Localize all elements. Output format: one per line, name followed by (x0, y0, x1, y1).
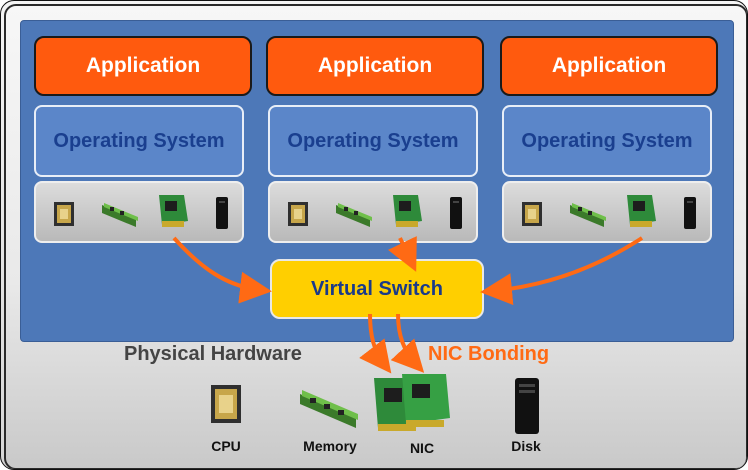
vm2-operating-system: Operating System (268, 105, 478, 177)
disk-icon (684, 197, 696, 229)
memory-icon (570, 203, 606, 227)
disk-icon (450, 197, 462, 229)
nic-bonding-label: NIC Bonding (428, 343, 550, 365)
vm1-operating-system: Operating System (34, 105, 244, 177)
cpu-icon (522, 202, 542, 226)
memory-icon (336, 203, 372, 227)
vm1-to-switch-arrow (172, 236, 272, 304)
cpu-label: CPU (211, 438, 241, 454)
memory-label: Memory (303, 438, 357, 454)
memory-icon (102, 203, 138, 227)
vm1-virtual-hardware (34, 181, 244, 243)
vm3-application: Application (500, 36, 718, 96)
vm2-to-switch-arrow (387, 236, 417, 272)
vm3-virtual-hardware (502, 181, 712, 243)
physical-memory-icon (300, 390, 358, 428)
vm2-application: Application (266, 36, 484, 96)
nic-icon (393, 195, 422, 227)
vm3-to-switch-arrow (480, 236, 644, 306)
nic-icon (159, 195, 188, 227)
nic-icon (627, 195, 656, 227)
diagram-inner: Application Operating System Application… (4, 4, 747, 469)
physical-cpu-icon (211, 385, 241, 423)
cpu-icon (288, 202, 308, 226)
physical-disk-icon (515, 378, 539, 434)
disk-label: Disk (511, 438, 541, 454)
physical-nic-icon (374, 374, 450, 431)
switch-to-nic-arrow-2 (390, 313, 425, 373)
nic-label: NIC (409, 440, 435, 456)
vm3-operating-system: Operating System (502, 105, 712, 177)
cpu-icon (54, 202, 74, 226)
virtual-switch: Virtual Switch (270, 259, 484, 319)
switch-to-nic-arrow-1 (359, 313, 392, 374)
physical-hardware-label: Physical Hardware (124, 343, 302, 365)
vm1-application: Application (34, 36, 252, 96)
vm2-virtual-hardware (268, 181, 478, 243)
connection-arrows (172, 236, 644, 374)
disk-icon (216, 197, 228, 229)
